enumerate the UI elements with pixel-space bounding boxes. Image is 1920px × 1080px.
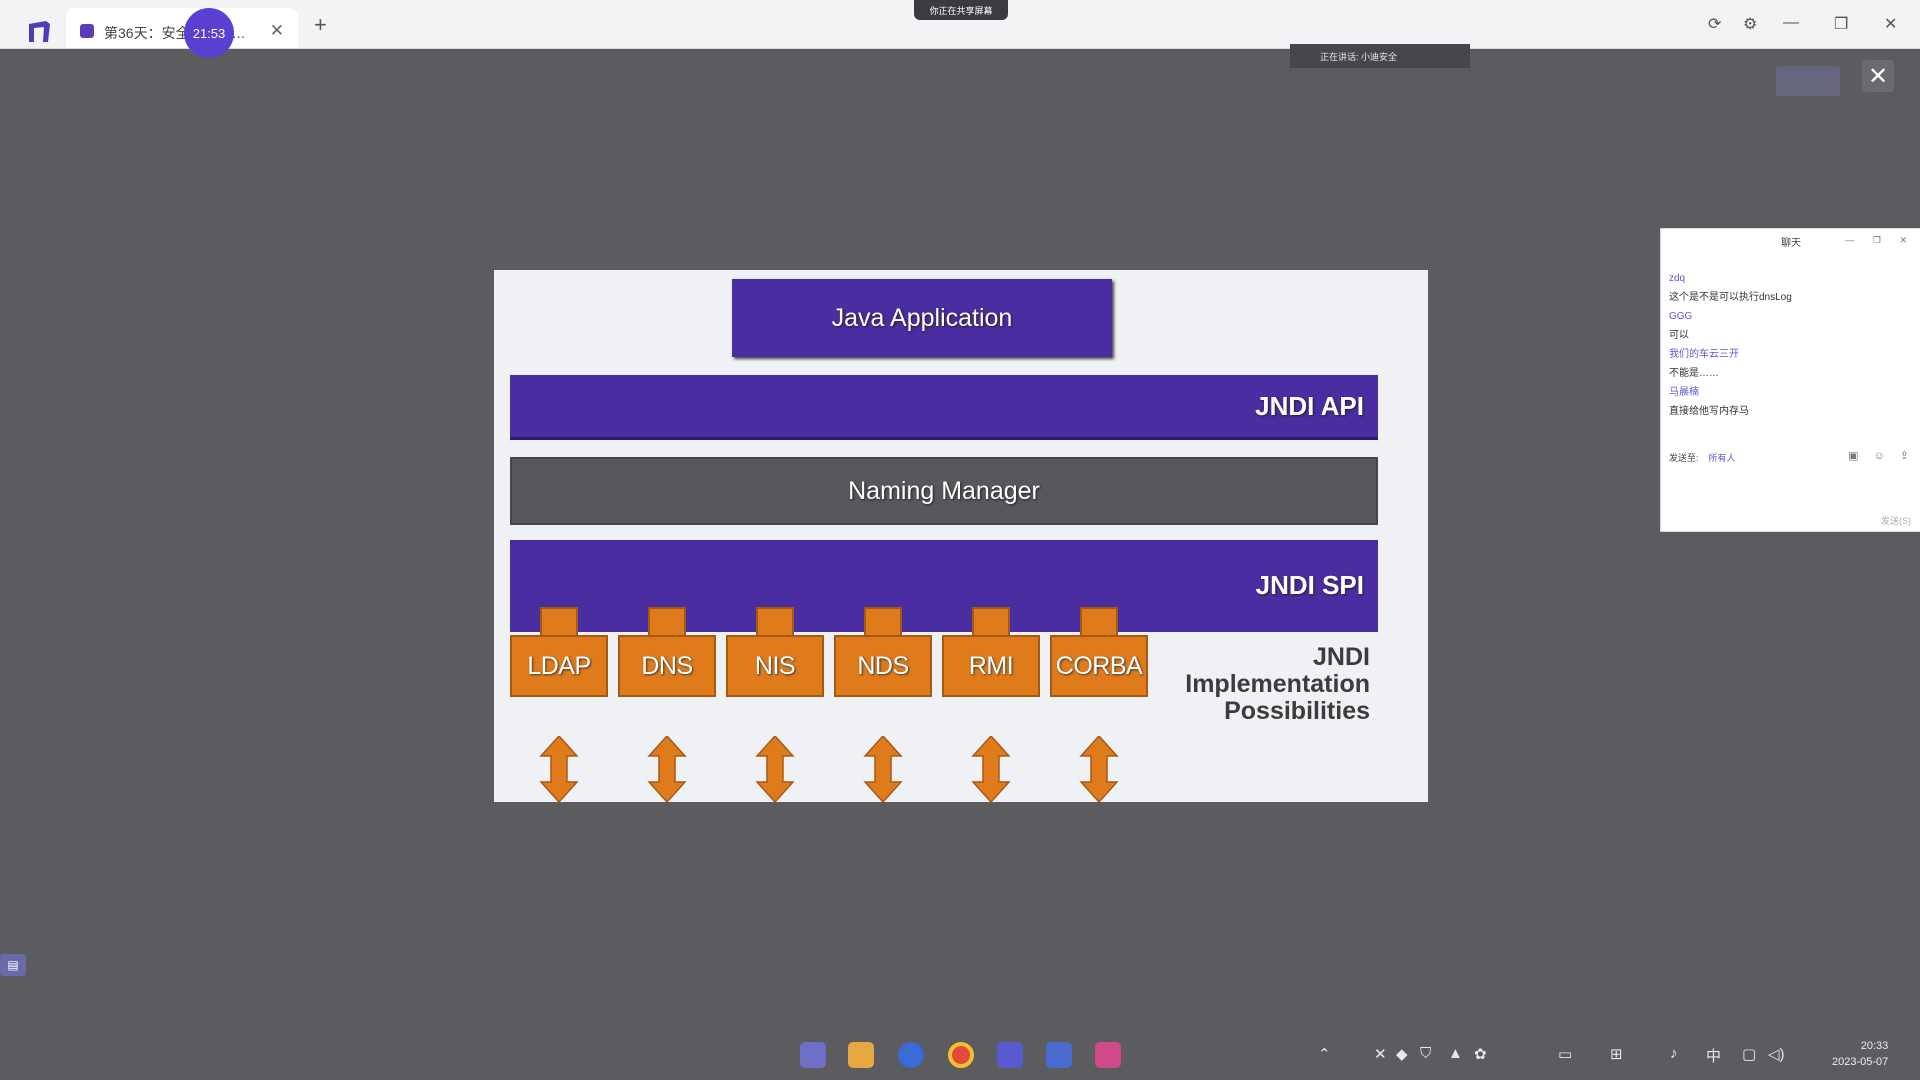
- chat-sender: 马晨楠: [1669, 387, 1699, 398]
- microphone-icon[interactable]: ♪: [1670, 1045, 1678, 1062]
- new-tab-button[interactable]: +: [314, 12, 327, 37]
- chat-messages: zdq 这个是不是可以执行dnsLog GGG 可以 我们的车云三开 不能是………: [1661, 253, 1920, 421]
- chat-window-controls[interactable]: — ❐ ✕: [1845, 235, 1915, 245]
- edge-icon[interactable]: [898, 1042, 924, 1068]
- chat-message: 直接给他写内存马: [1669, 406, 1749, 417]
- start-icon[interactable]: [800, 1042, 826, 1068]
- settings-gear-icon[interactable]: ⚙: [1743, 16, 1758, 33]
- chat-panel[interactable]: 聊天 — ❐ ✕ zdq 这个是不是可以执行dnsLog GGG 可以 我们的车…: [1660, 228, 1920, 532]
- chat-header: 聊天 — ❐ ✕: [1661, 229, 1920, 253]
- provider-rmi: RMI: [942, 607, 1040, 697]
- double-arrow-icon: [539, 736, 579, 802]
- photos-icon[interactable]: [1046, 1042, 1072, 1068]
- chat-message: 可以: [1669, 330, 1689, 341]
- tray-app2-icon[interactable]: ▲: [1448, 1045, 1463, 1062]
- close-window-button[interactable]: ✕: [1884, 16, 1898, 33]
- send-to-label: 发送至:: [1669, 453, 1699, 463]
- annotation-tool-icon[interactable]: ▤: [0, 954, 26, 976]
- jndi-api-layer: JNDI API: [510, 375, 1378, 440]
- send-to-value[interactable]: 所有人: [1708, 453, 1736, 463]
- double-arrow-icon: [971, 736, 1011, 802]
- close-share-icon[interactable]: ✕: [1862, 60, 1894, 92]
- tray-app3-icon[interactable]: ✿: [1474, 1046, 1487, 1063]
- folder-icon[interactable]: [848, 1042, 874, 1068]
- timer-badge[interactable]: 21:53: [184, 8, 234, 58]
- minimize-button[interactable]: —: [1783, 14, 1799, 31]
- chat-sender: GGG: [1669, 311, 1693, 322]
- input-method-icon[interactable]: 中: [1706, 1048, 1722, 1065]
- send-button[interactable]: 发送(S): [1881, 516, 1911, 526]
- provider-corba: CORBA: [1050, 607, 1148, 697]
- jndi-architecture-slide: Java Application JNDI API Naming Manager…: [494, 270, 1428, 802]
- tray-display-icon[interactable]: ▭: [1558, 1046, 1573, 1063]
- chat-title: 聊天: [1781, 237, 1801, 249]
- provider-nis: NIS: [726, 607, 824, 697]
- idea-icon[interactable]: [1095, 1042, 1121, 1068]
- network-icon[interactable]: ▢: [1742, 1046, 1757, 1063]
- provider-nds: NDS: [834, 607, 932, 697]
- browser-tab[interactable]: 第36天：安全… vaE… ✕: [66, 8, 298, 48]
- naming-manager-layer: Naming Manager: [510, 457, 1378, 525]
- tray-shield-icon[interactable]: ⛉: [1420, 1045, 1432, 1062]
- tray-meeting-icon[interactable]: ◆: [1396, 1046, 1408, 1063]
- screen-share-status[interactable]: 你正在共享屏幕: [914, 0, 1008, 20]
- chat-message: 不能是……: [1669, 368, 1719, 379]
- tab-close-icon[interactable]: ✕: [269, 21, 284, 40]
- chat-sender: zdq: [1669, 273, 1686, 284]
- refresh-icon[interactable]: ⟳: [1708, 16, 1722, 33]
- chat-message: 这个是不是可以执行dnsLog: [1669, 292, 1792, 303]
- tray-expand-icon[interactable]: ⌃: [1318, 1046, 1331, 1063]
- java-application-box: Java Application: [732, 279, 1112, 357]
- double-arrow-icon: [755, 736, 795, 802]
- chat-tool-icons[interactable]: ▣ ☺ ⇪: [1848, 450, 1915, 462]
- chat-sender: 我们的车云三开: [1669, 349, 1739, 360]
- tab-favicon-icon: [80, 24, 94, 38]
- implementation-label: JNDI Implementation Possibilities: [1185, 643, 1370, 725]
- app-logo-icon[interactable]: [26, 18, 52, 44]
- tray-app-icon[interactable]: ✕: [1374, 1046, 1387, 1063]
- send-to-selector[interactable]: 发送至: 所有人: [1669, 451, 1736, 464]
- provider-dns: DNS: [618, 607, 716, 697]
- volume-icon[interactable]: ◁): [1768, 1046, 1785, 1063]
- system-clock[interactable]: 20:33 2023-05-07: [1832, 1040, 1889, 1068]
- double-arrow-icon: [1079, 736, 1119, 802]
- tencent-meeting-icon[interactable]: [997, 1042, 1023, 1068]
- restore-button[interactable]: ❐: [1834, 16, 1849, 33]
- speaker-indicator: 正在讲话: 小迪安全: [1290, 44, 1470, 68]
- tray-app4-icon[interactable]: ⊞: [1610, 1046, 1623, 1063]
- provider-ldap: LDAP: [510, 607, 608, 697]
- double-arrow-icon: [863, 736, 903, 802]
- double-arrow-icon: [647, 736, 687, 802]
- selection-hint: [1776, 66, 1840, 96]
- chrome-icon[interactable]: [948, 1042, 974, 1068]
- title-bar: 第36天：安全… vaE… ✕ 21:53 + 你正在共享屏幕 ⟳ ⚙ — ❐ …: [0, 0, 1920, 58]
